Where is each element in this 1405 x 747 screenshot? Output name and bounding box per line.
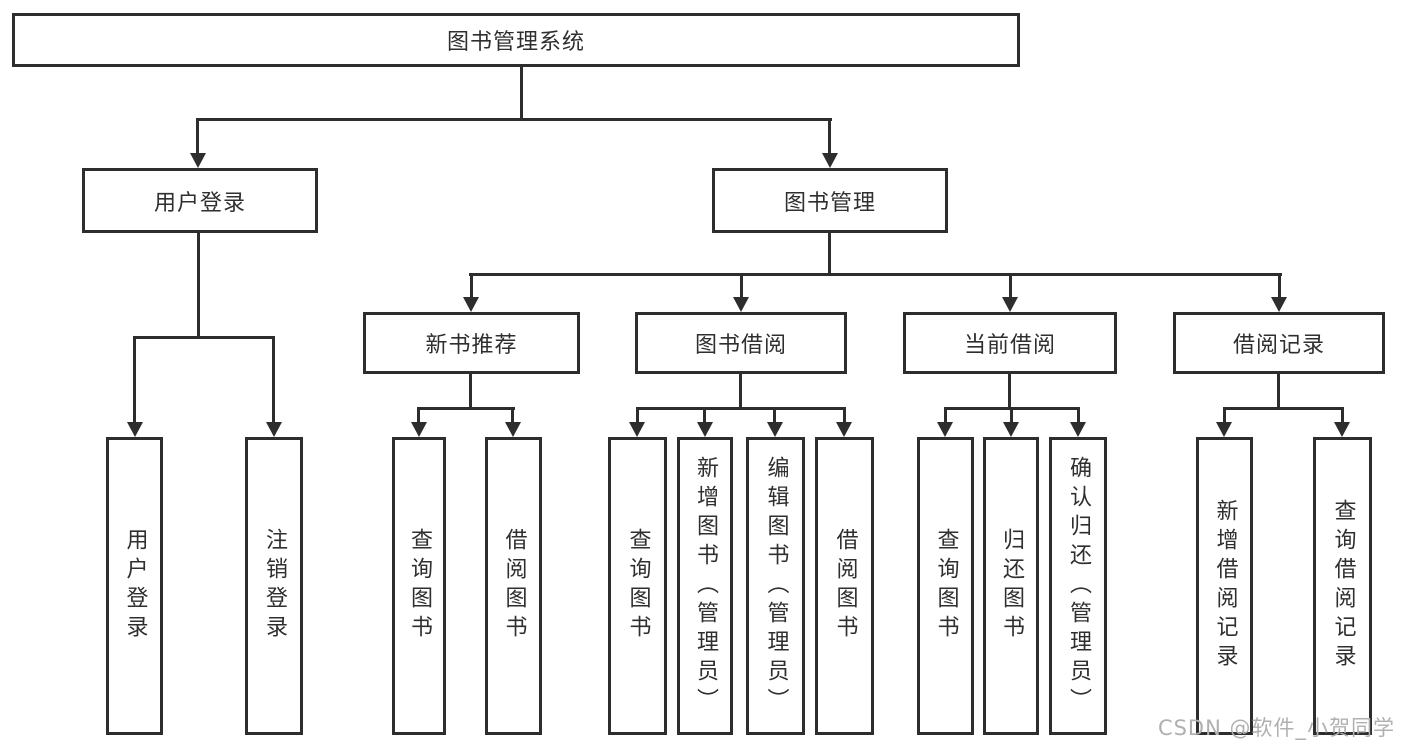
leaf-cb-return-book-label: 归还图书 — [999, 528, 1024, 644]
arrowhead-bb4-icon — [836, 422, 852, 437]
connector-drop-user-login — [196, 118, 199, 155]
arrowhead-new-book-icon — [463, 297, 479, 312]
arrowhead-borrow-record-icon — [1271, 297, 1287, 312]
leaf-br-add-record-label: 新增借阅记录 — [1212, 499, 1238, 673]
leaf-bb-query-book: 查询图书 — [608, 437, 667, 735]
leaf-br-query-record: 查询借阅记录 — [1313, 437, 1372, 735]
leaf-logout: 注销登录 — [245, 437, 303, 735]
arrowhead-br2-icon — [1334, 422, 1350, 437]
connector-drop-bb1 — [636, 407, 639, 424]
leaf-bb-add-book-admin: 新增图书（管理员） — [677, 437, 733, 735]
connector-drop-book-management — [828, 118, 831, 155]
connector-drop-login-leaf — [133, 336, 136, 422]
connector-new-book-stem — [469, 374, 472, 410]
connector-drop-bb3 — [773, 407, 776, 424]
arrowhead-logout-leaf-icon — [266, 422, 282, 437]
node-root-label: 图书管理系统 — [446, 30, 585, 55]
leaf-cb-query-book-label: 查询图书 — [933, 528, 959, 644]
connector-borrow-record-stem — [1277, 374, 1280, 410]
arrowhead-current-borrow-icon — [1002, 297, 1018, 312]
node-current-borrow-label: 当前借阅 — [963, 333, 1056, 358]
node-current-borrow: 当前借阅 — [903, 312, 1117, 374]
node-user-login-label: 用户登录 — [153, 190, 246, 216]
leaf-nr-borrow-book-label: 借阅图书 — [501, 528, 527, 644]
connector-drop-current-borrow — [1009, 273, 1012, 300]
arrowhead-cb1-icon — [937, 422, 953, 437]
leaf-cb-query-book: 查询图书 — [917, 437, 974, 735]
leaf-bb-edit-book-admin-label: 编辑图书（管理员） — [763, 455, 789, 717]
leaf-cb-confirm-return-admin: 确认归还（管理员） — [1049, 437, 1107, 735]
connector-drop-nr1 — [417, 407, 420, 424]
connector-drop-cb3 — [1077, 407, 1080, 424]
connector-current-borrow-stem — [1008, 374, 1011, 410]
leaf-user-login-label: 用户登录 — [122, 528, 148, 644]
leaf-br-query-record-label: 查询借阅记录 — [1330, 499, 1356, 673]
connector-drop-nr2 — [511, 407, 514, 424]
arrowhead-bb1-icon — [629, 422, 645, 437]
leaf-bb-add-book-admin-label: 新增图书（管理员） — [693, 455, 718, 717]
connector-drop-cb1 — [944, 407, 947, 424]
arrowhead-login-leaf-icon — [127, 422, 143, 437]
node-borrow-record: 借阅记录 — [1173, 312, 1385, 374]
node-new-book-recommend: 新书推荐 — [363, 312, 580, 374]
connector-drop-br2 — [1341, 407, 1344, 424]
node-root: 图书管理系统 — [12, 13, 1020, 67]
leaf-cb-confirm-return-admin-label: 确认归还（管理员） — [1066, 455, 1091, 717]
connector-drop-br1 — [1223, 407, 1226, 424]
connector-borrow-record-branch — [1223, 407, 1343, 410]
connector-user-login-branch — [133, 336, 275, 339]
leaf-logout-label: 注销登录 — [262, 528, 287, 644]
connector-drop-logout-leaf — [272, 336, 275, 422]
connector-user-login-stem — [197, 233, 200, 339]
connector-book-borrow-branch — [636, 407, 846, 410]
connector-drop-bb2 — [703, 407, 706, 424]
leaf-br-add-record: 新增借阅记录 — [1196, 437, 1253, 735]
arrowhead-br1-icon — [1216, 422, 1232, 437]
arrowhead-cb3-icon — [1070, 422, 1086, 437]
leaf-bb-edit-book-admin: 编辑图书（管理员） — [746, 437, 805, 735]
leaf-cb-return-book: 归还图书 — [983, 437, 1039, 735]
connector-book-borrow-stem — [739, 374, 742, 410]
leaf-nr-borrow-book: 借阅图书 — [485, 437, 542, 735]
arrowhead-nr1-icon — [411, 422, 427, 437]
csdn-watermark: CSDN @软件_小贺同学 — [1157, 716, 1395, 740]
leaf-bb-borrow-book: 借阅图书 — [815, 437, 874, 735]
connector-drop-new-book — [470, 273, 473, 300]
arrowhead-cb2-icon — [1003, 422, 1019, 437]
leaf-nr-query-book: 查询图书 — [392, 437, 446, 735]
leaf-nr-query-book-label: 查询图书 — [407, 528, 432, 644]
connector-drop-borrow-record — [1278, 273, 1281, 300]
connector-level2-branch — [469, 273, 1282, 276]
node-book-borrow-label: 图书借阅 — [694, 333, 787, 358]
leaf-bb-borrow-book-label: 借阅图书 — [832, 528, 858, 644]
arrowhead-nr2-icon — [505, 422, 521, 437]
connector-root-stem — [520, 67, 523, 121]
arrowhead-user-login-icon — [190, 153, 206, 168]
arrowhead-bb3-icon — [767, 422, 783, 437]
node-borrow-record-label: 借阅记录 — [1232, 333, 1325, 358]
node-book-management-label: 图书管理 — [783, 190, 876, 216]
connector-book-management-stem — [828, 233, 831, 276]
connector-drop-book-borrow — [740, 273, 743, 300]
node-user-login: 用户登录 — [82, 168, 318, 233]
arrowhead-bb2-icon — [697, 422, 713, 437]
connector-new-book-branch — [417, 407, 515, 410]
arrowhead-book-management-icon — [822, 153, 838, 168]
connector-drop-bb4 — [843, 407, 846, 424]
node-book-borrow: 图书借阅 — [635, 312, 847, 374]
connector-drop-cb2 — [1010, 407, 1013, 424]
node-new-book-recommend-label: 新书推荐 — [425, 333, 518, 358]
connector-level1-branch — [196, 118, 832, 121]
leaf-bb-query-book-label: 查询图书 — [625, 528, 651, 644]
leaf-user-login: 用户登录 — [106, 437, 163, 735]
node-book-management: 图书管理 — [712, 168, 948, 233]
arrowhead-book-borrow-icon — [733, 297, 749, 312]
